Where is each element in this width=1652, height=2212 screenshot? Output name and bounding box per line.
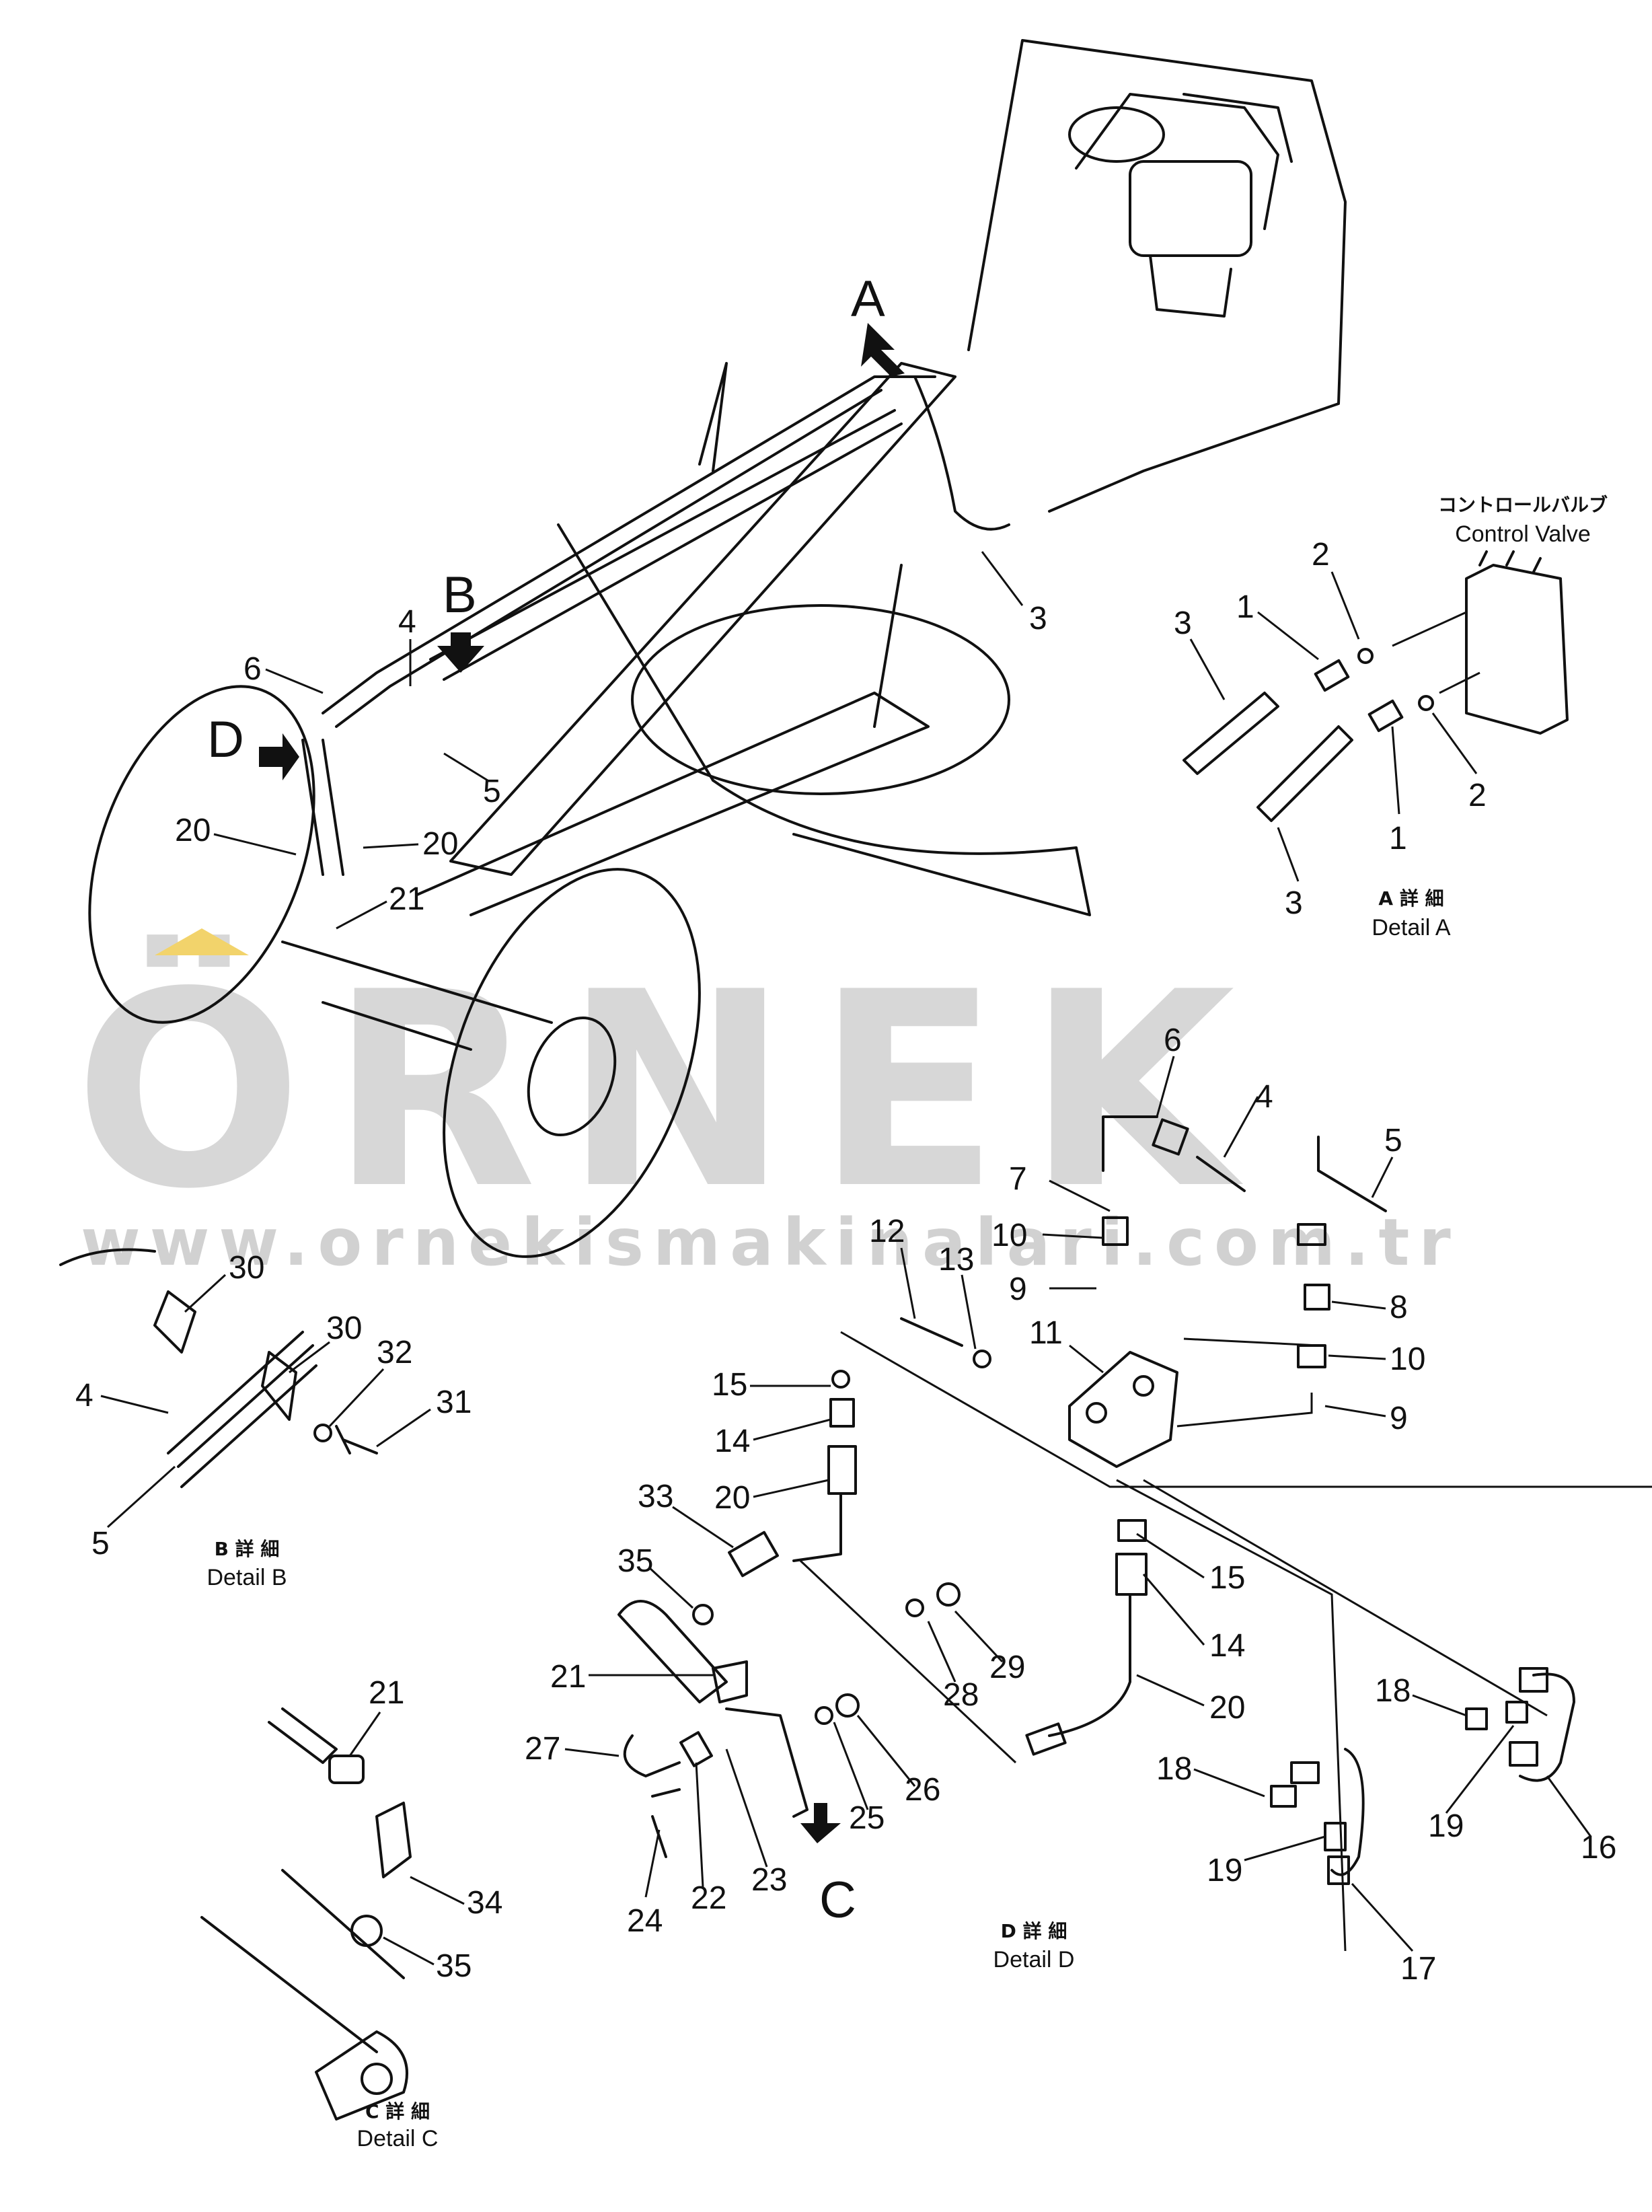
callout: 35 bbox=[436, 1948, 472, 1984]
callout: 26 bbox=[905, 1772, 940, 1808]
callout: 34 bbox=[467, 1885, 502, 1921]
callout: 9 bbox=[1009, 1271, 1027, 1307]
callout: 18 bbox=[1156, 1751, 1192, 1787]
callout: 4 bbox=[398, 604, 416, 640]
callout: 20 bbox=[422, 826, 458, 862]
detail-a-caption: Detail A bbox=[1372, 915, 1450, 941]
detail-b-caption: Detail B bbox=[206, 1565, 287, 1590]
callout: 30 bbox=[326, 1311, 362, 1346]
callout: 7 bbox=[1009, 1161, 1027, 1197]
callout: 2 bbox=[1312, 537, 1330, 573]
callout: 21 bbox=[389, 881, 424, 917]
callout: 15 bbox=[712, 1367, 747, 1403]
arrow-label-c: C bbox=[819, 1872, 856, 1929]
callout: 11 bbox=[1029, 1315, 1063, 1351]
watermark-logo-accent bbox=[155, 928, 249, 955]
callout: 31 bbox=[436, 1385, 472, 1420]
callout: 9 bbox=[1390, 1401, 1408, 1436]
callout: 13 bbox=[938, 1242, 974, 1278]
callout: 6 bbox=[1164, 1023, 1182, 1058]
callout: 35 bbox=[617, 1543, 653, 1579]
callout: 30 bbox=[229, 1250, 264, 1286]
callout: 5 bbox=[1384, 1123, 1402, 1158]
detail-c bbox=[200, 1707, 412, 2121]
callout: 21 bbox=[369, 1675, 404, 1711]
callout: 19 bbox=[1428, 1808, 1464, 1844]
callout: 32 bbox=[377, 1335, 412, 1370]
callout: 17 bbox=[1400, 1951, 1436, 1987]
callout: 16 bbox=[1581, 1830, 1616, 1866]
callout: 8 bbox=[1390, 1290, 1408, 1325]
detail-d bbox=[617, 1115, 1652, 1952]
watermark-logo: ÖRNEK bbox=[74, 932, 1262, 1248]
detail-d-caption: Detail D bbox=[993, 1947, 1075, 1973]
callout: 10 bbox=[991, 1218, 1027, 1253]
callout: 28 bbox=[943, 1677, 979, 1713]
arrow-a-icon bbox=[861, 323, 905, 377]
callout: 23 bbox=[751, 1862, 787, 1898]
callout: 14 bbox=[714, 1424, 750, 1459]
detail-c-caption-jp: C 詳 細 bbox=[365, 2100, 430, 2123]
arrow-label-b: B bbox=[443, 566, 477, 624]
callout: 24 bbox=[627, 1903, 663, 1939]
detail-d-caption-jp: D 詳 細 bbox=[1001, 1920, 1067, 1942]
watermark-url: www.ornekismakinalari.com.tr bbox=[81, 1205, 1460, 1280]
callout: 3 bbox=[1285, 885, 1303, 921]
callout: 6 bbox=[243, 651, 262, 687]
callout: 12 bbox=[869, 1214, 905, 1249]
callout: 1 bbox=[1389, 821, 1407, 856]
callout: 20 bbox=[714, 1480, 750, 1516]
callout: 10 bbox=[1390, 1341, 1425, 1377]
arrow-b-icon bbox=[437, 632, 484, 673]
callout: 18 bbox=[1375, 1673, 1411, 1709]
detail-c-caption: Detail C bbox=[357, 2126, 439, 2151]
callout: 15 bbox=[1209, 1560, 1245, 1596]
detail-b-caption-jp: B 詳 細 bbox=[215, 1538, 280, 1560]
callout: 21 bbox=[550, 1659, 586, 1695]
callout: 1 bbox=[1236, 589, 1254, 625]
arrow-label-d: D bbox=[207, 711, 244, 768]
callout: 2 bbox=[1468, 778, 1487, 813]
watermark: ÖRNEK www.ornekismakinalari.com.tr bbox=[74, 928, 1460, 1280]
control-valve-label: Control Valve bbox=[1455, 521, 1591, 547]
callout: 22 bbox=[691, 1880, 726, 1916]
motor-grader-sketch bbox=[88, 39, 1347, 1258]
detail-b bbox=[59, 1248, 378, 1488]
callout: 20 bbox=[175, 813, 211, 848]
arrow-label-a: A bbox=[851, 270, 885, 328]
callout: 3 bbox=[1029, 601, 1047, 636]
callout: 4 bbox=[75, 1378, 93, 1413]
callout: 27 bbox=[525, 1731, 560, 1767]
callout: 33 bbox=[638, 1479, 673, 1514]
callout: 20 bbox=[1209, 1690, 1245, 1726]
callout: 3 bbox=[1174, 605, 1192, 641]
detail-a bbox=[1182, 550, 1569, 822]
control-valve-label-jp: コントロールバルブ bbox=[1438, 494, 1608, 516]
callout: 14 bbox=[1209, 1628, 1245, 1664]
detail-a-caption-jp: A 詳 細 bbox=[1378, 887, 1443, 910]
arrow-d-icon bbox=[259, 733, 299, 780]
callout: 19 bbox=[1207, 1853, 1242, 1888]
callout: 5 bbox=[91, 1526, 110, 1561]
arrow-c-icon bbox=[800, 1803, 841, 1843]
